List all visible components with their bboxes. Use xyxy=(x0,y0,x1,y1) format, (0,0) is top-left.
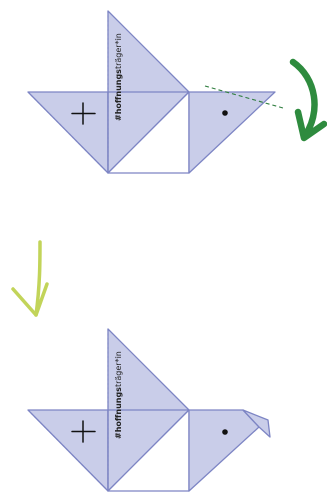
cross-mark xyxy=(71,420,96,443)
left-wing-flap xyxy=(27,91,109,174)
curved-arrow-clockwise-icon xyxy=(289,58,327,142)
cross-mark xyxy=(71,102,96,125)
arrow-down-icon xyxy=(11,240,49,317)
left-wing-flap xyxy=(27,409,109,492)
origami-bird-step-after: #hoffnungsträger*in xyxy=(27,328,271,492)
origami-bird-step-before: #hoffnungsträger*in xyxy=(27,10,284,174)
head-triangle xyxy=(188,91,276,174)
hashtag-label: #hoffnungsträger*in xyxy=(114,33,123,121)
eye-dot xyxy=(222,110,228,116)
eye-dot xyxy=(222,429,228,435)
head-with-beak xyxy=(188,409,271,492)
hashtag-label: #hoffnungsträger*in xyxy=(114,351,123,439)
